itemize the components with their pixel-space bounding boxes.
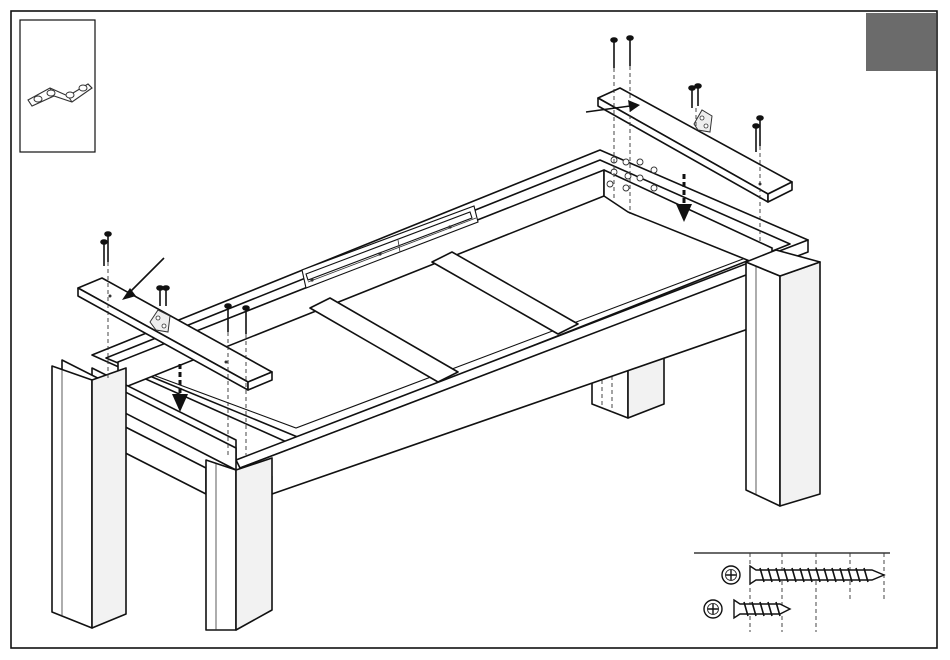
corner-bracket-icon	[694, 110, 712, 132]
step-tab	[866, 13, 936, 71]
long-screw-icon	[722, 566, 884, 584]
leg-front-left	[52, 366, 126, 628]
pointer-arrow-left	[122, 258, 164, 300]
short-screw-icon	[704, 600, 790, 618]
leg-front-center	[206, 458, 272, 630]
leg-front-right	[746, 250, 820, 506]
screw-gauge	[694, 553, 890, 632]
table-frame-illustration	[52, 150, 820, 630]
parts-box	[20, 20, 95, 152]
